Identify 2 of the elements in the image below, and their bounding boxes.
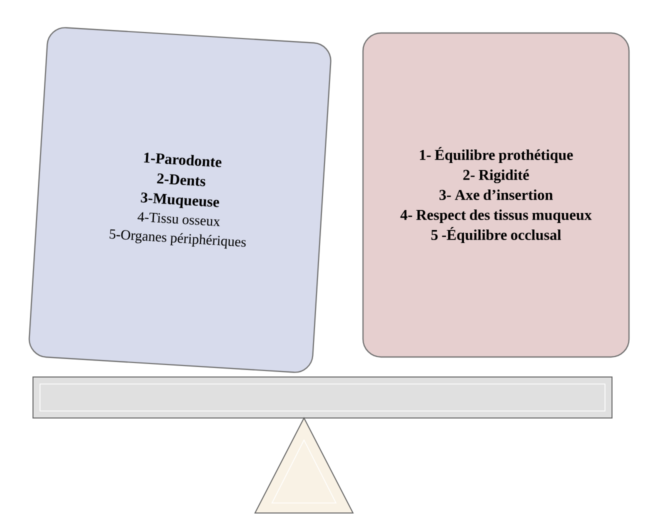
item-card: 1- Équilibre prothétique 2- Rigidité 3- Axe d’insertion 4- Respect des tissus muqueux 5 -Équilibre occlusal [362, 32, 630, 358]
item-card: 1-Parodonte 2-Dents 3-Muqueuse 4-Tissu osseux 5-Organes périphériques [28, 27, 332, 373]
